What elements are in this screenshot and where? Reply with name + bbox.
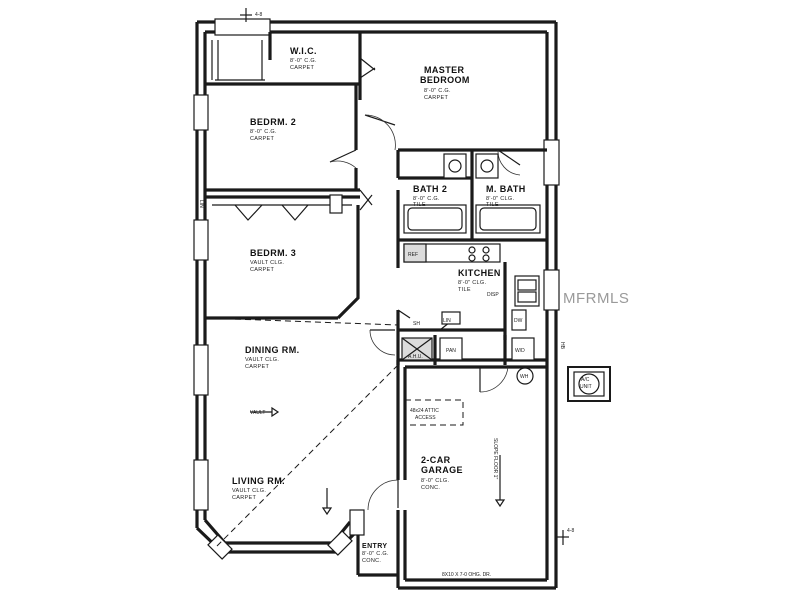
dining-line2: CARPET (245, 364, 269, 370)
slope-label: SLOPE FLOOR 1" (492, 438, 498, 479)
entry-line1: 8'-0" C.G. (362, 551, 389, 557)
interior-walls (205, 32, 547, 480)
wic-name: W.I.C. (290, 46, 317, 56)
watermark: MFRMLS (563, 290, 630, 307)
ahu-label: A.H.U. (408, 354, 423, 360)
grid-mark-bottom: 4-8 (567, 528, 574, 534)
wic-line1: 8'-0" C.G. (290, 58, 317, 64)
ac-label-2: UNIT (580, 384, 592, 390)
mbath-line2: TILE (486, 202, 499, 208)
linen-label-hall: LIN (198, 200, 204, 208)
hb-label: HB (559, 342, 565, 350)
living-name: LIVING RM. (232, 476, 285, 486)
master-line2: CARPET (424, 95, 448, 101)
grid-mark-top: 4-8 (255, 12, 262, 18)
wd-label: W/D (515, 348, 525, 354)
windows (193, 18, 560, 560)
living-line2: CARPET (232, 495, 256, 501)
dining-name: DINING RM. (245, 345, 300, 355)
kitchen-name: KITCHEN (458, 268, 501, 278)
master-line1: 8'-0" C.G. (424, 88, 451, 94)
bedroom2-line1: 8'-0" C.G. (250, 129, 277, 135)
ac-label-1: A/C (581, 377, 590, 383)
linen-label: LIN (443, 318, 451, 324)
bath2-line1: 8'-0" C.G. (413, 196, 440, 202)
garage-name1: 2-CAR (421, 455, 451, 465)
attic-label-2: ACCESS (415, 415, 436, 421)
attic-label-1: 48x24 ATTIC (410, 408, 439, 414)
ref-label: REF (408, 252, 418, 258)
living-line1: VAULT CLG. (232, 488, 266, 494)
bedroom3-line1: VAULT CLG. (250, 260, 284, 266)
disp-label: DISP (487, 292, 499, 298)
pantry-label: PAN (446, 348, 456, 354)
garage-line2: CONC. (421, 485, 440, 491)
wic-line2: CARPET (290, 65, 314, 71)
entry-line2: CONC. (362, 558, 381, 564)
bath2-name: BATH 2 (413, 184, 447, 194)
master-name1: MASTER (424, 65, 464, 75)
garage-name2: GARAGE (421, 465, 463, 475)
bedroom2-line2: CARPET (250, 136, 274, 142)
annotation-labels: VAULT 48x24 ATTIC ACCESS SLOPE FLOOR 1" … (198, 12, 592, 578)
dining-line1: VAULT CLG. (245, 357, 279, 363)
kitchen-line1: 8'-0" CLG. (458, 280, 486, 286)
water-heater-label: WH (520, 374, 529, 380)
vault-label-dining: VAULT (250, 410, 265, 416)
fixtures (240, 8, 611, 545)
kitchen-line2: TILE (458, 287, 471, 293)
shelf-label: SH (413, 321, 420, 327)
bedroom2-name: BEDRM. 2 (250, 117, 296, 127)
master-name2: BEDROOM (420, 75, 470, 85)
vault-lines (204, 317, 399, 549)
bedroom3-name: BEDRM. 3 (250, 248, 296, 258)
bedroom3-line2: CARPET (250, 267, 274, 273)
mbath-line1: 8'-0" CLG. (486, 196, 514, 202)
bath2-line2: TILE (413, 202, 426, 208)
garage-line1: 8'-0" CLG. (421, 478, 449, 484)
entry-name: ENTRY (362, 543, 387, 550)
room-labels: W.I.C. 8'-0" C.G. CARPET MASTER BEDROOM … (232, 46, 526, 564)
garage-door-label: 8X10 X 7-0 OHG. DR. (442, 572, 491, 578)
mbath-name: M. BATH (486, 184, 526, 194)
dw-label: DW (514, 318, 523, 324)
